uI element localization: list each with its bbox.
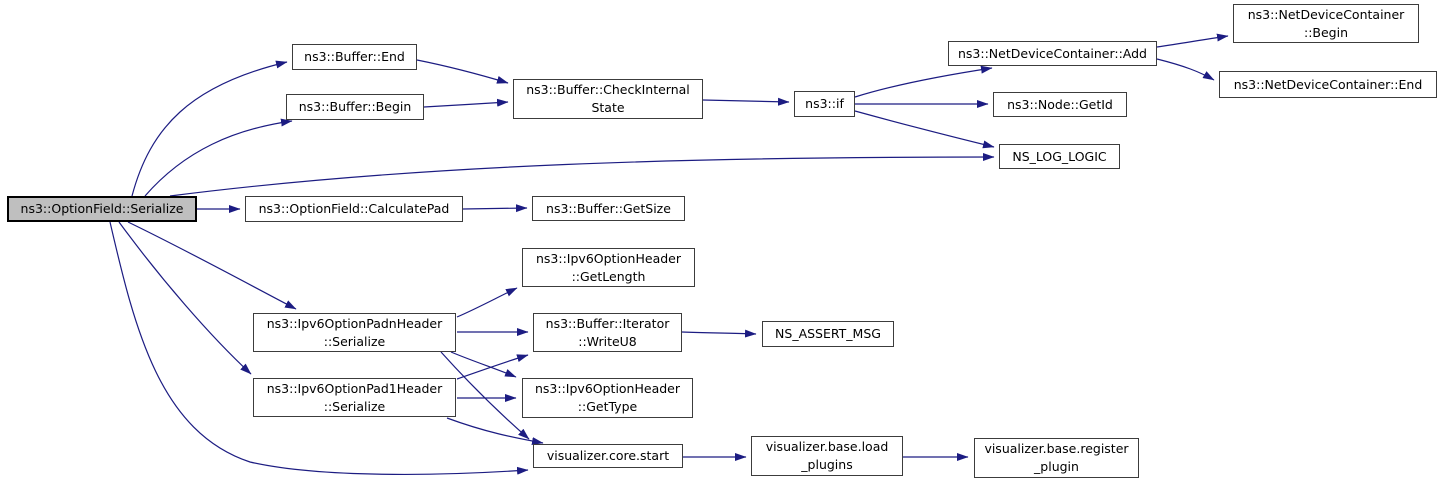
graph-node-label: ns3::if — [805, 96, 844, 112]
edge-ipv6optionpadnheader-serialize--ipv6optionheader-getlength — [456, 287, 518, 318]
graph-node-ipv6optionpad1header-serialize[interactable]: ns3::Ipv6OptionPad1Header::Serialize — [253, 378, 456, 417]
edge-ns3-if--netdevicecontainer-add — [854, 65, 993, 98]
edge-optionfield-serialize--ipv6optionpad1header-serialize — [118, 221, 252, 375]
graph-node-label: ::GetType — [577, 399, 638, 414]
graph-node-label: ::Serialize — [323, 398, 386, 414]
graph-node-label: ns3::OptionField::CalculatePad — [258, 201, 450, 217]
graph-node-ipv6optionpadnheader-serialize[interactable]: ns3::Ipv6OptionPadnHeader::Serialize — [253, 313, 456, 352]
graph-node-node-getid[interactable]: ns3::Node::GetId — [993, 92, 1127, 117]
graph-node-label: ns3::Ipv6OptionHeader — [535, 250, 681, 266]
graph-node-netdevicecontainer-add[interactable]: ns3::NetDeviceContainer::Add — [948, 41, 1157, 66]
edge-buffer-end--buffer-checkinternalstate — [416, 59, 509, 84]
graph-node-label: ::WriteU8 — [578, 333, 637, 349]
graph-node-label: NS_LOG_LOGIC — [1012, 148, 1107, 164]
edge-buffer-begin--buffer-checkinternalstate — [423, 98, 509, 108]
graph-node-label: visualizer.base.load — [765, 439, 889, 455]
graph-node-label: _plugin — [1034, 459, 1079, 474]
graph-node-visualizer-base-register-plugin[interactable]: visualizer.base.register _plugin — [974, 438, 1139, 478]
graph-node-label: ns3::Ipv6OptionPad1Header — [266, 380, 443, 396]
edge-optionfield-serialize--buffer-begin — [144, 118, 293, 197]
graph-node-netdevicecontainer-begin[interactable]: ns3::NetDeviceContainer::Begin — [1233, 4, 1419, 43]
graph-node-label: ns3::Node::GetId — [1007, 96, 1113, 112]
graph-node-label: _plugins — [801, 457, 853, 472]
graph-node-label: ns3::Buffer::Begin — [298, 99, 412, 115]
graph-node-label: ns3::Buffer::CheckInternal — [526, 82, 690, 98]
edge-buffer-iterator-writeu8--ns-assert-msg — [681, 329, 757, 338]
edge-ipv6optionpadnheader-serialize--ipv6optionheader-gettype — [450, 351, 517, 378]
graph-node-label: ns3::Ipv6OptionHeader — [534, 381, 680, 397]
graph-node-buffer-getsize[interactable]: ns3::Buffer::GetSize — [532, 196, 685, 221]
graph-node-label: ::Serialize — [323, 333, 386, 349]
edge-optionfield-serialize--ipv6optionpadnheader-serialize — [127, 221, 297, 310]
graph-node-ns3-if[interactable]: ns3::if — [794, 91, 855, 117]
edge-optionfield-serialize--ns-log-logic — [169, 153, 995, 197]
graph-node-optionfield-serialize: ns3::OptionField::Serialize — [7, 196, 197, 222]
graph-node-buffer-begin[interactable]: ns3::Buffer::Begin — [286, 94, 424, 120]
graph-node-ipv6optionheader-getlength[interactable]: ns3::Ipv6OptionHeader::GetLength — [522, 248, 695, 287]
edge-ipv6optionpadnheader-serialize--visualizer-core-start — [440, 351, 530, 440]
graph-node-label: visualizer.core.start — [546, 448, 670, 464]
graph-node-ipv6optionheader-gettype[interactable]: ns3::Ipv6OptionHeader::GetType — [522, 378, 693, 418]
edge-netdevicecontainer-add--netdevicecontainer-begin — [1156, 33, 1229, 48]
graph-node-label: ::Begin — [1303, 24, 1349, 40]
graph-node-optionfield-calculatepad[interactable]: ns3::OptionField::CalculatePad — [245, 196, 463, 222]
edge-optionfield-calculatepad--buffer-getsize — [462, 204, 528, 213]
graph-node-label: ns3::OptionField::Serialize — [20, 201, 184, 217]
edge-ns3-if--ns-log-logic — [854, 110, 995, 149]
graph-node-label: ::GetLength — [571, 268, 646, 284]
graph-node-visualizer-base-load-plugins[interactable]: visualizer.base.load _plugins — [751, 436, 903, 476]
graph-node-netdevicecontainer-end[interactable]: ns3::NetDeviceContainer::End — [1219, 71, 1437, 98]
graph-node-label: visualizer.base.register — [984, 441, 1129, 457]
graph-node-label: ns3::Ipv6OptionPadnHeader — [266, 315, 443, 331]
edge-buffer-checkinternalstate--ns3-if — [702, 97, 790, 106]
edge-netdevicecontainer-add--netdevicecontainer-end — [1156, 58, 1215, 81]
graph-node-label: ns3::Buffer::GetSize — [546, 200, 671, 216]
graph-node-buffer-iterator-writeu8[interactable]: ns3::Buffer::Iterator::WriteU8 — [533, 313, 682, 352]
edge-ipv6optionpad1header-serialize--visualizer-core-start — [446, 417, 544, 446]
graph-node-label: ns3::NetDeviceContainer — [1247, 6, 1405, 22]
graph-node-ns-assert-msg[interactable]: NS_ASSERT_MSG — [762, 321, 894, 347]
graph-node-label: ns3::NetDeviceContainer::Add — [958, 45, 1147, 61]
graph-node-label: ns3::Buffer::Iterator — [545, 315, 670, 331]
edge-optionfield-serialize--buffer-end — [131, 60, 288, 197]
graph-node-ns-log-logic[interactable]: NS_LOG_LOGIC — [999, 144, 1120, 169]
edge-optionfield-serialize--visualizer-core-start — [109, 221, 529, 475]
graph-node-buffer-end[interactable]: ns3::Buffer::End — [292, 44, 417, 70]
graph-node-label: NS_ASSERT_MSG — [775, 326, 881, 342]
graph-node-visualizer-core-start[interactable]: visualizer.core.start — [533, 444, 683, 468]
graph-node-label: ns3::NetDeviceContainer::End — [1233, 76, 1423, 92]
graph-node-label: State — [591, 100, 625, 115]
graph-node-label: ns3::Buffer::End — [304, 49, 405, 65]
